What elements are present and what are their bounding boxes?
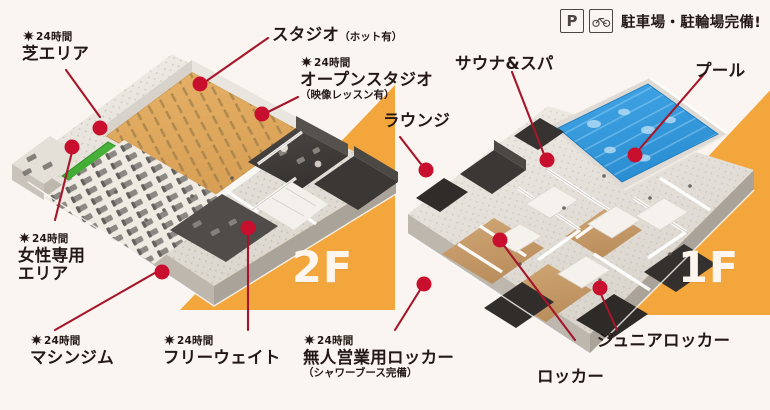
- label-open-studio[interactable]: 24時間 オープンスタジオ （映像レッスン有）: [300, 56, 433, 102]
- label-title-shiba-area: 芝エリア: [22, 43, 90, 63]
- 24h-burst-icon: [300, 56, 313, 68]
- bicycle-icon: [589, 9, 613, 33]
- parking-text: 駐車場・駐輪場完備!: [621, 14, 762, 31]
- hours-badge-text: 24時間: [177, 335, 214, 347]
- label-pool[interactable]: プール: [695, 61, 746, 80]
- label-title-sauna-spa: サウナ&スパ: [455, 54, 554, 73]
- hours-badge-text: 24時間: [317, 335, 354, 347]
- label-studio[interactable]: スタジオ（ホット有）: [272, 25, 403, 44]
- building-render-2f: [12, 54, 398, 307]
- label-title2-ladies-area: エリア: [18, 264, 69, 284]
- label-ladies-area[interactable]: 24時間 女性専用 エリア: [18, 232, 85, 284]
- label-title-machine-gym: マシンジム: [30, 347, 114, 367]
- label-title-free-weight: フリーウェイト: [163, 347, 281, 367]
- floor-tag-2f: 2F: [292, 243, 354, 293]
- hours-badge-shiba-area: 24時間: [22, 30, 89, 44]
- label-title-studio: スタジオ（ホット有）: [272, 25, 403, 44]
- label-title-ladies-area: 女性専用: [18, 245, 86, 265]
- label-title-pool: プール: [695, 61, 746, 80]
- hours-badge-machine-gym: 24時間: [30, 334, 114, 348]
- parking-badge: P 駐車場・駐輪場完備!: [560, 9, 761, 33]
- label-sub-unmanned-locker: （シャワーブース完備）: [303, 367, 418, 380]
- hours-badge-free-weight: 24時間: [163, 334, 281, 348]
- label-unmanned-locker[interactable]: 24時間 無人営業用ロッカー （シャワーブース完備）: [303, 334, 454, 380]
- 24h-burst-icon: [303, 334, 316, 346]
- hours-badge-text: 24時間: [314, 57, 351, 69]
- label-title-unmanned-locker: 無人営業用ロッカー: [303, 347, 455, 367]
- label-title-junior-locker: ジュニアロッカー: [597, 331, 731, 350]
- label-note-studio: （ホット有）: [339, 31, 403, 43]
- label-shiba-area[interactable]: 24時間 芝エリア: [22, 30, 89, 63]
- floor-tag-1f: 1F: [678, 243, 740, 293]
- parking-icon: P: [560, 9, 584, 33]
- label-title-locker: ロッカー: [537, 367, 605, 386]
- 24h-burst-icon: [163, 334, 176, 346]
- hours-badge-open-studio: 24時間: [300, 56, 433, 70]
- hours-badge-text: 24時間: [32, 233, 69, 245]
- bicycle-glyph: [591, 17, 610, 27]
- hours-badge-ladies-area: 24時間: [18, 232, 85, 246]
- label-locker[interactable]: ロッカー: [537, 367, 605, 386]
- 24h-burst-icon: [30, 334, 43, 346]
- label-title-lounge: ラウンジ: [383, 111, 451, 130]
- label-machine-gym[interactable]: 24時間 マシンジム: [30, 334, 114, 367]
- building-render-1f: [407, 77, 755, 355]
- hours-badge-unmanned-locker: 24時間: [303, 334, 454, 348]
- parking-icon-letter: P: [566, 11, 578, 30]
- hours-badge-text: 24時間: [44, 335, 81, 347]
- 24h-burst-icon: [18, 232, 31, 244]
- hours-badge-text: 24時間: [36, 31, 73, 43]
- label-free-weight[interactable]: 24時間 フリーウェイト: [163, 334, 281, 367]
- label-title-open-studio: オープンスタジオ: [300, 69, 434, 89]
- label-sauna-spa[interactable]: サウナ&スパ: [455, 54, 554, 73]
- 24h-burst-icon: [22, 30, 35, 42]
- label-junior-locker[interactable]: ジュニアロッカー: [597, 331, 731, 350]
- label-lounge[interactable]: ラウンジ: [383, 111, 451, 130]
- label-sub-open-studio: （映像レッスン有）: [300, 89, 395, 102]
